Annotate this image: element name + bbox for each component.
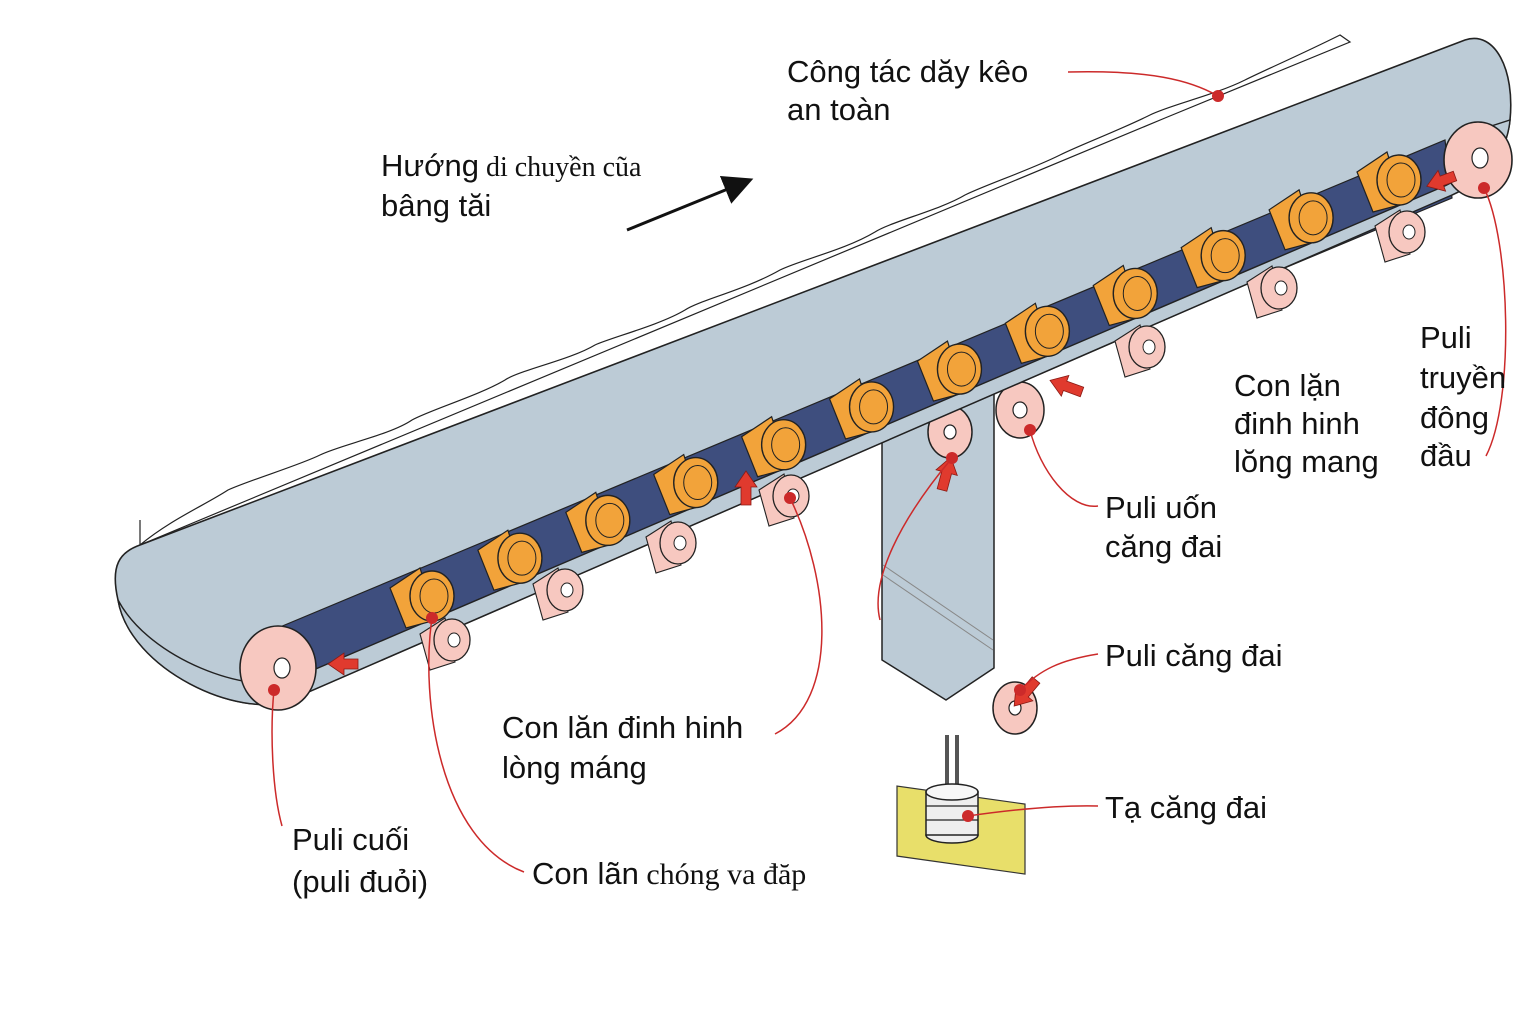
take-up-weight-icon [925,783,979,844]
tail-pulley-icon [239,625,317,711]
pullcord-scallops [139,34,1352,547]
pointer-dot-icon [1212,90,1224,102]
troughing-idler [1004,302,1071,364]
pointer-leader [1024,424,1099,507]
direction-label-suffix: di chuyền cũa [479,152,642,183]
pointer-dot-icon [1478,182,1490,194]
direction-label-prefix: Hướng [381,148,479,183]
take-up-pulley-label: Puli căng đai [1105,638,1283,673]
force-arrow-icon [1426,169,1458,192]
head-drive-pulley-label-line1: Puli [1420,320,1472,355]
troughing-idler [1356,151,1422,213]
troughing-idler [652,453,719,516]
troughing-idler [740,415,807,478]
return-idler-label-line3: lŏng mang [1234,444,1379,479]
pointer-leader [1067,70,1224,102]
return-idler [1114,324,1166,378]
pointer-dot-icon [1024,424,1036,436]
force-arrow-icon [734,470,758,506]
return-idler-label-line1: Con lặn [1234,368,1341,403]
force-arrows [327,169,1458,707]
pointer-dot-icon [426,612,438,624]
safety-pullcord-switch-label-line1: Công tác dăy kêo [787,54,1028,89]
force-arrow-icon [327,652,359,676]
head-drive-pulley-label-line2: truyền [1420,360,1506,395]
pointer-leader [268,684,283,827]
head-drive-pulley-label-line4: đầu [1420,438,1472,473]
tail-pulley-label-line1: Puli cuối [292,822,409,857]
pointer-leader [1014,653,1099,696]
tail-pulley-label-line2: (puli đuỏi) [292,864,428,899]
pointer-leader [1478,182,1507,457]
pointer-leader [774,492,823,735]
force-arrow-icon [1013,676,1041,707]
return-idler [532,567,584,621]
troughing-idler-label-line1: Con lăn đinh hinh [502,710,743,745]
pointer-leader [426,612,525,873]
troughing-idlers [389,151,1422,629]
return-idler-label-line2: đinh hinh [1234,406,1360,441]
impact-idler-label: Con lãn chóng va đăp [532,856,806,891]
return-idler [1374,209,1426,263]
troughing-idler [1092,264,1158,327]
snub-pulley-label-line2: căng đai [1105,529,1222,564]
pointer-leaders [268,70,1507,873]
return-idler [645,520,697,574]
return-idler [1246,265,1298,319]
troughing-idler [565,491,631,554]
troughing-idler [916,340,983,402]
pointer-dot-icon [962,810,974,822]
impact-idler-label-prefix: Con lãn [532,856,639,891]
pointer-dot-icon [1014,684,1026,696]
impact-idler-label-suffix: chóng va đăp [639,858,806,891]
troughing-idler [1180,226,1246,289]
pointer-leader [877,452,958,621]
safety-pullcord-switch-label-line2: an toàn [787,92,890,127]
pointer-dot-icon [784,492,796,504]
pointer-dot-icon [946,452,958,464]
head-drive-pulley-label-line3: đông [1420,400,1489,435]
return-idlers [419,209,1426,671]
pointer-dot-icon [268,684,280,696]
troughing-idler [389,567,455,629]
take-up-weight-label: Tạ căng đai [1105,790,1267,825]
troughing-idler [828,377,895,440]
troughing-idler-label-line2: lòng máng [502,750,647,785]
force-arrow-icon [1049,374,1085,398]
direction-arrow-icon [626,176,754,232]
head-drive-pulley-icon [1443,121,1513,199]
direction-label-line1: Hướng di chuyền cũa [381,148,642,183]
troughing-idler [477,529,543,591]
snub-pulley-label-line1: Puli uốn [1105,490,1217,525]
direction-label-line2: bâng tăi [381,188,491,223]
pointer-leader [962,805,1099,822]
troughing-idler [1268,188,1334,251]
take-up-assembly [881,381,1045,875]
